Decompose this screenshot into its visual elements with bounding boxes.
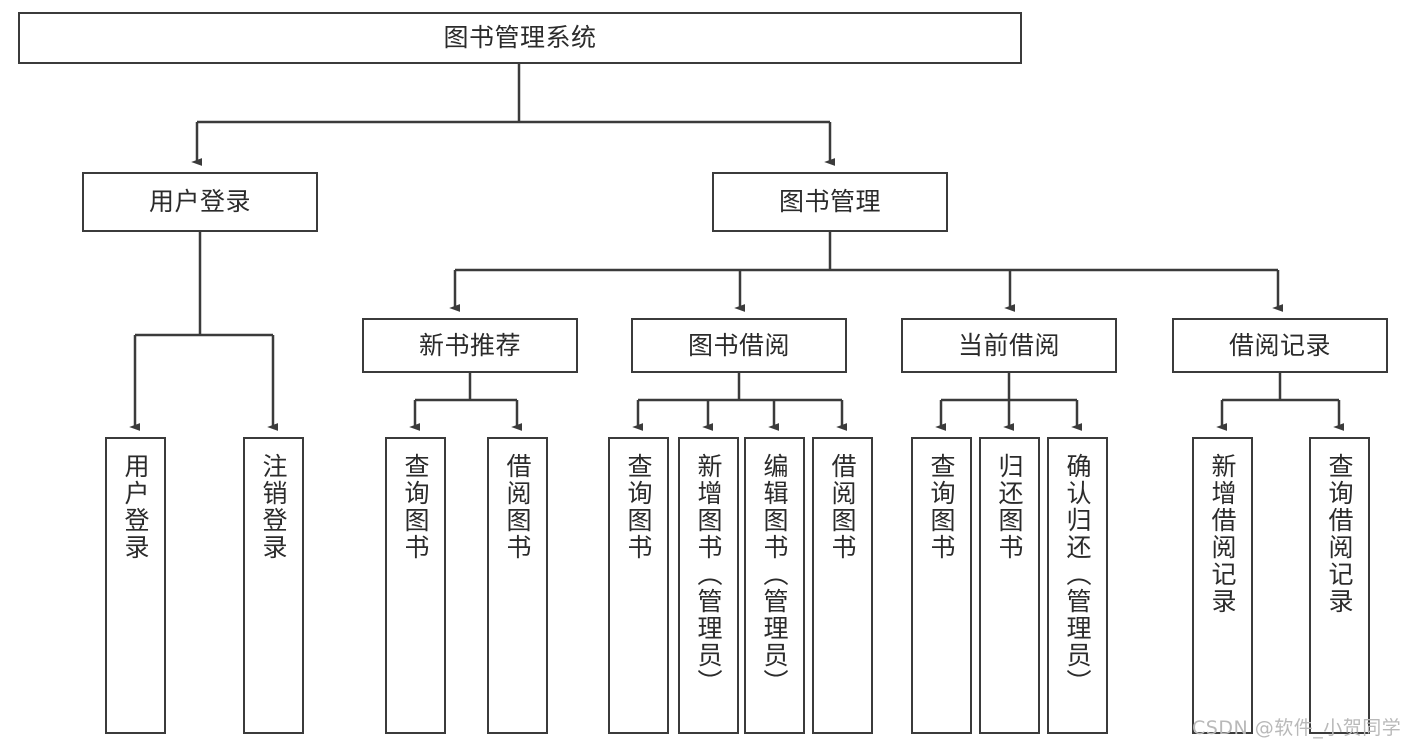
- node-user-login[interactable]: 用户登录: [82, 172, 318, 232]
- node-label: 新书推荐: [418, 330, 521, 360]
- node-label: 用户登录: [148, 187, 251, 216]
- node-leaf-borrow-add[interactable]: 新增图书（管理员）: [678, 437, 739, 734]
- node-label: 图书管理: [778, 187, 881, 216]
- node-label: 借阅记录: [1228, 330, 1331, 360]
- node-leaf-cur-confirm[interactable]: 确认归还（管理员）: [1047, 437, 1108, 734]
- node-borrow-record[interactable]: 借阅记录: [1172, 318, 1388, 373]
- node-label: 注销登录: [259, 453, 288, 561]
- node-label: 编辑图书（管理员）: [760, 453, 789, 696]
- node-label: 新增借阅记录: [1208, 453, 1237, 615]
- node-root-book-management-system[interactable]: 图书管理系统: [18, 12, 1022, 64]
- node-leaf-cur-return[interactable]: 归还图书: [979, 437, 1040, 734]
- node-label: 新增图书（管理员）: [694, 453, 723, 696]
- node-label: 图书借阅: [687, 330, 790, 360]
- node-leaf-user-login[interactable]: 用户登录: [105, 437, 166, 734]
- node-new-book-rec[interactable]: 新书推荐: [362, 318, 578, 373]
- node-current-borrow[interactable]: 当前借阅: [901, 318, 1117, 373]
- node-label: 当前借阅: [957, 330, 1060, 360]
- node-label: 查询图书: [624, 453, 653, 561]
- node-leaf-user-logout[interactable]: 注销登录: [243, 437, 304, 734]
- node-label: 查询借阅记录: [1325, 453, 1354, 615]
- node-leaf-cur-query[interactable]: 查询图书: [911, 437, 972, 734]
- node-label: 归还图书: [995, 453, 1024, 561]
- node-label: 图书管理系统: [443, 23, 597, 52]
- node-book-manage[interactable]: 图书管理: [712, 172, 948, 232]
- node-leaf-borrow-query[interactable]: 查询图书: [608, 437, 669, 734]
- csdn-watermark: CSDN @软件_小贺同学: [1192, 717, 1402, 739]
- node-label: 查询图书: [927, 453, 956, 561]
- node-label: 用户登录: [121, 453, 150, 561]
- node-leaf-borrow-edit[interactable]: 编辑图书（管理员）: [744, 437, 805, 734]
- node-book-borrow[interactable]: 图书借阅: [631, 318, 847, 373]
- node-label: 查询图书: [401, 453, 430, 561]
- node-label: 借阅图书: [828, 453, 857, 561]
- node-leaf-rec-add[interactable]: 新增借阅记录: [1192, 437, 1253, 734]
- node-leaf-rec-query[interactable]: 查询图书: [385, 437, 446, 734]
- node-leaf-rec-borrow[interactable]: 借阅图书: [487, 437, 548, 734]
- node-label: 借阅图书: [503, 453, 532, 561]
- node-leaf-borrow-lend[interactable]: 借阅图书: [812, 437, 873, 734]
- node-leaf-rec-search[interactable]: 查询借阅记录: [1309, 437, 1370, 734]
- node-label: 确认归还（管理员）: [1063, 453, 1092, 696]
